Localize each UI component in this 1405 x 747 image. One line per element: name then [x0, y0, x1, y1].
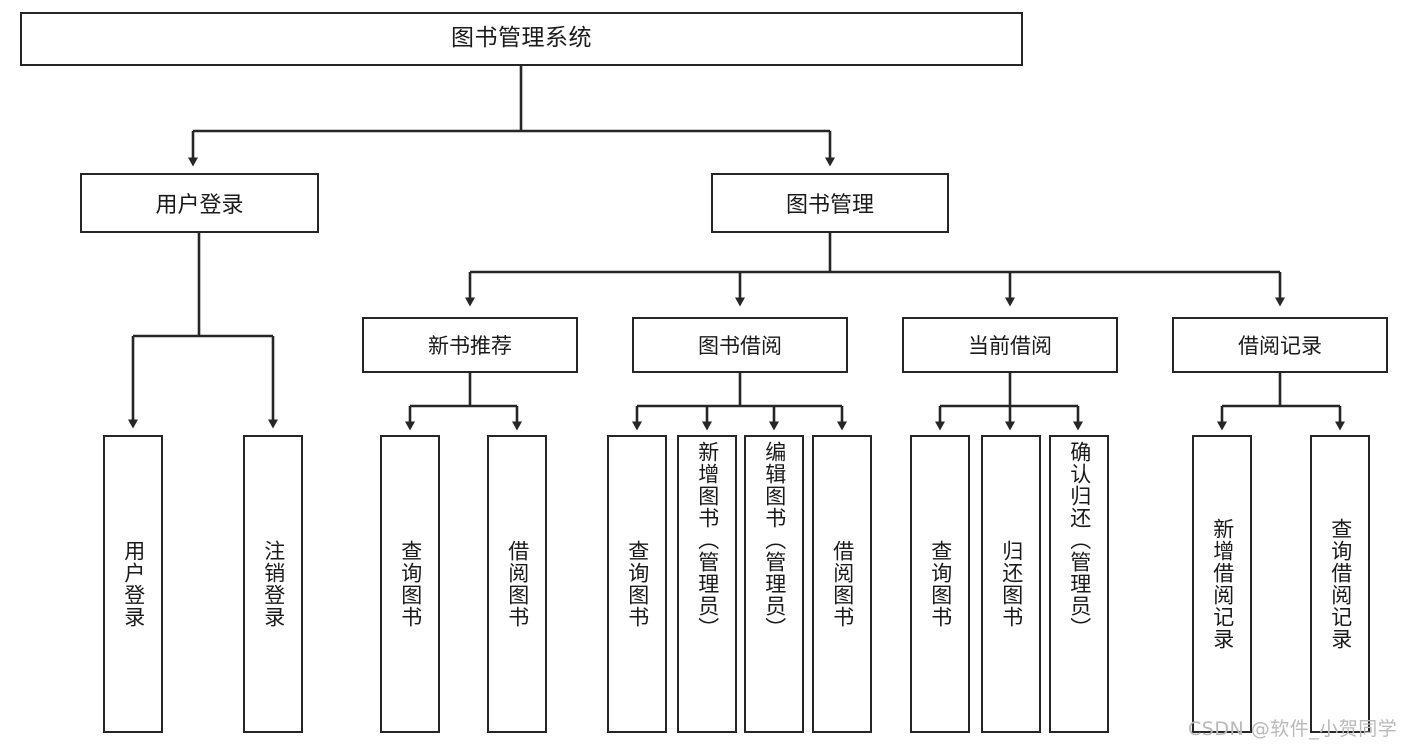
leaf-current-query-book[interactable]: 查询图书	[910, 435, 970, 733]
leaf-label: 新增借阅记录	[1210, 518, 1235, 650]
leaf-record-add-record[interactable]: 新增借阅记录	[1192, 435, 1252, 733]
node-new-book-recommend[interactable]: 新书推荐	[362, 317, 578, 373]
leaf-label: 查询图书	[398, 540, 423, 628]
node-book-management[interactable]: 图书管理	[711, 173, 949, 233]
leaf-borrow-add-book[interactable]: 新增图书（管理员）	[677, 435, 737, 733]
leaf-text-wrap: 借阅图书	[814, 437, 870, 731]
leaf-label: 确认归还（管理员）	[1067, 441, 1092, 639]
leaf-text-wrap: 用户登录	[105, 437, 161, 731]
leaf-label: 查询图书	[928, 540, 953, 628]
leaf-text-wrap: 查询借阅记录	[1312, 437, 1368, 731]
leaf-text-wrap: 借阅图书	[489, 437, 545, 731]
leaf-text-wrap: 查询图书	[912, 437, 968, 731]
node-current-borrow[interactable]: 当前借阅	[902, 317, 1118, 373]
leaf-user-login-signout[interactable]: 注销登录	[243, 435, 303, 733]
node-label: 图书管理系统	[451, 25, 592, 52]
leaf-current-return-book[interactable]: 归还图书	[981, 435, 1041, 733]
leaf-label: 新增图书（管理员）	[695, 441, 720, 639]
csdn-watermark: CSDN @软件_小贺同学	[1188, 718, 1398, 740]
node-book-borrow[interactable]: 图书借阅	[632, 317, 848, 373]
leaf-text-wrap: 新增图书（管理员）	[679, 437, 735, 735]
node-label: 用户登录	[155, 193, 244, 218]
node-root-system[interactable]: 图书管理系统	[20, 12, 1023, 66]
node-label: 新书推荐	[428, 334, 512, 358]
leaf-label: 查询借阅记录	[1328, 518, 1353, 650]
leaf-text-wrap: 编辑图书（管理员）	[746, 437, 802, 735]
leaf-label: 借阅图书	[830, 540, 855, 628]
node-label: 当前借阅	[968, 334, 1052, 358]
leaf-text-wrap: 查询图书	[609, 437, 665, 731]
leaf-recommend-query-book[interactable]: 查询图书	[380, 435, 440, 733]
node-label: 借阅记录	[1238, 334, 1322, 358]
leaf-text-wrap: 确认归还（管理员）	[1051, 437, 1107, 735]
leaf-user-login-signin[interactable]: 用户登录	[103, 435, 163, 733]
leaf-borrow-query-book[interactable]: 查询图书	[607, 435, 667, 733]
leaf-recommend-borrow-book[interactable]: 借阅图书	[487, 435, 547, 733]
leaf-text-wrap: 新增借阅记录	[1194, 437, 1250, 731]
leaf-label: 用户登录	[121, 540, 146, 628]
leaf-text-wrap: 归还图书	[983, 437, 1039, 731]
leaf-borrow-edit-book[interactable]: 编辑图书（管理员）	[744, 435, 804, 733]
node-label: 图书管理	[785, 193, 874, 218]
leaf-label: 编辑图书（管理员）	[762, 441, 787, 639]
leaf-label: 注销登录	[261, 540, 286, 628]
node-user-login[interactable]: 用户登录	[80, 173, 319, 233]
leaf-label: 归还图书	[999, 540, 1024, 628]
leaf-text-wrap: 查询图书	[382, 437, 438, 731]
leaf-label: 借阅图书	[505, 540, 530, 628]
node-label: 图书借阅	[698, 334, 782, 358]
leaf-text-wrap: 注销登录	[245, 437, 301, 731]
leaf-record-query-record[interactable]: 查询借阅记录	[1310, 435, 1370, 733]
leaf-borrow-borrow-book[interactable]: 借阅图书	[812, 435, 872, 733]
leaf-label: 查询图书	[625, 540, 650, 628]
node-borrow-record[interactable]: 借阅记录	[1172, 317, 1388, 373]
leaf-current-confirm-return[interactable]: 确认归还（管理员）	[1049, 435, 1109, 733]
